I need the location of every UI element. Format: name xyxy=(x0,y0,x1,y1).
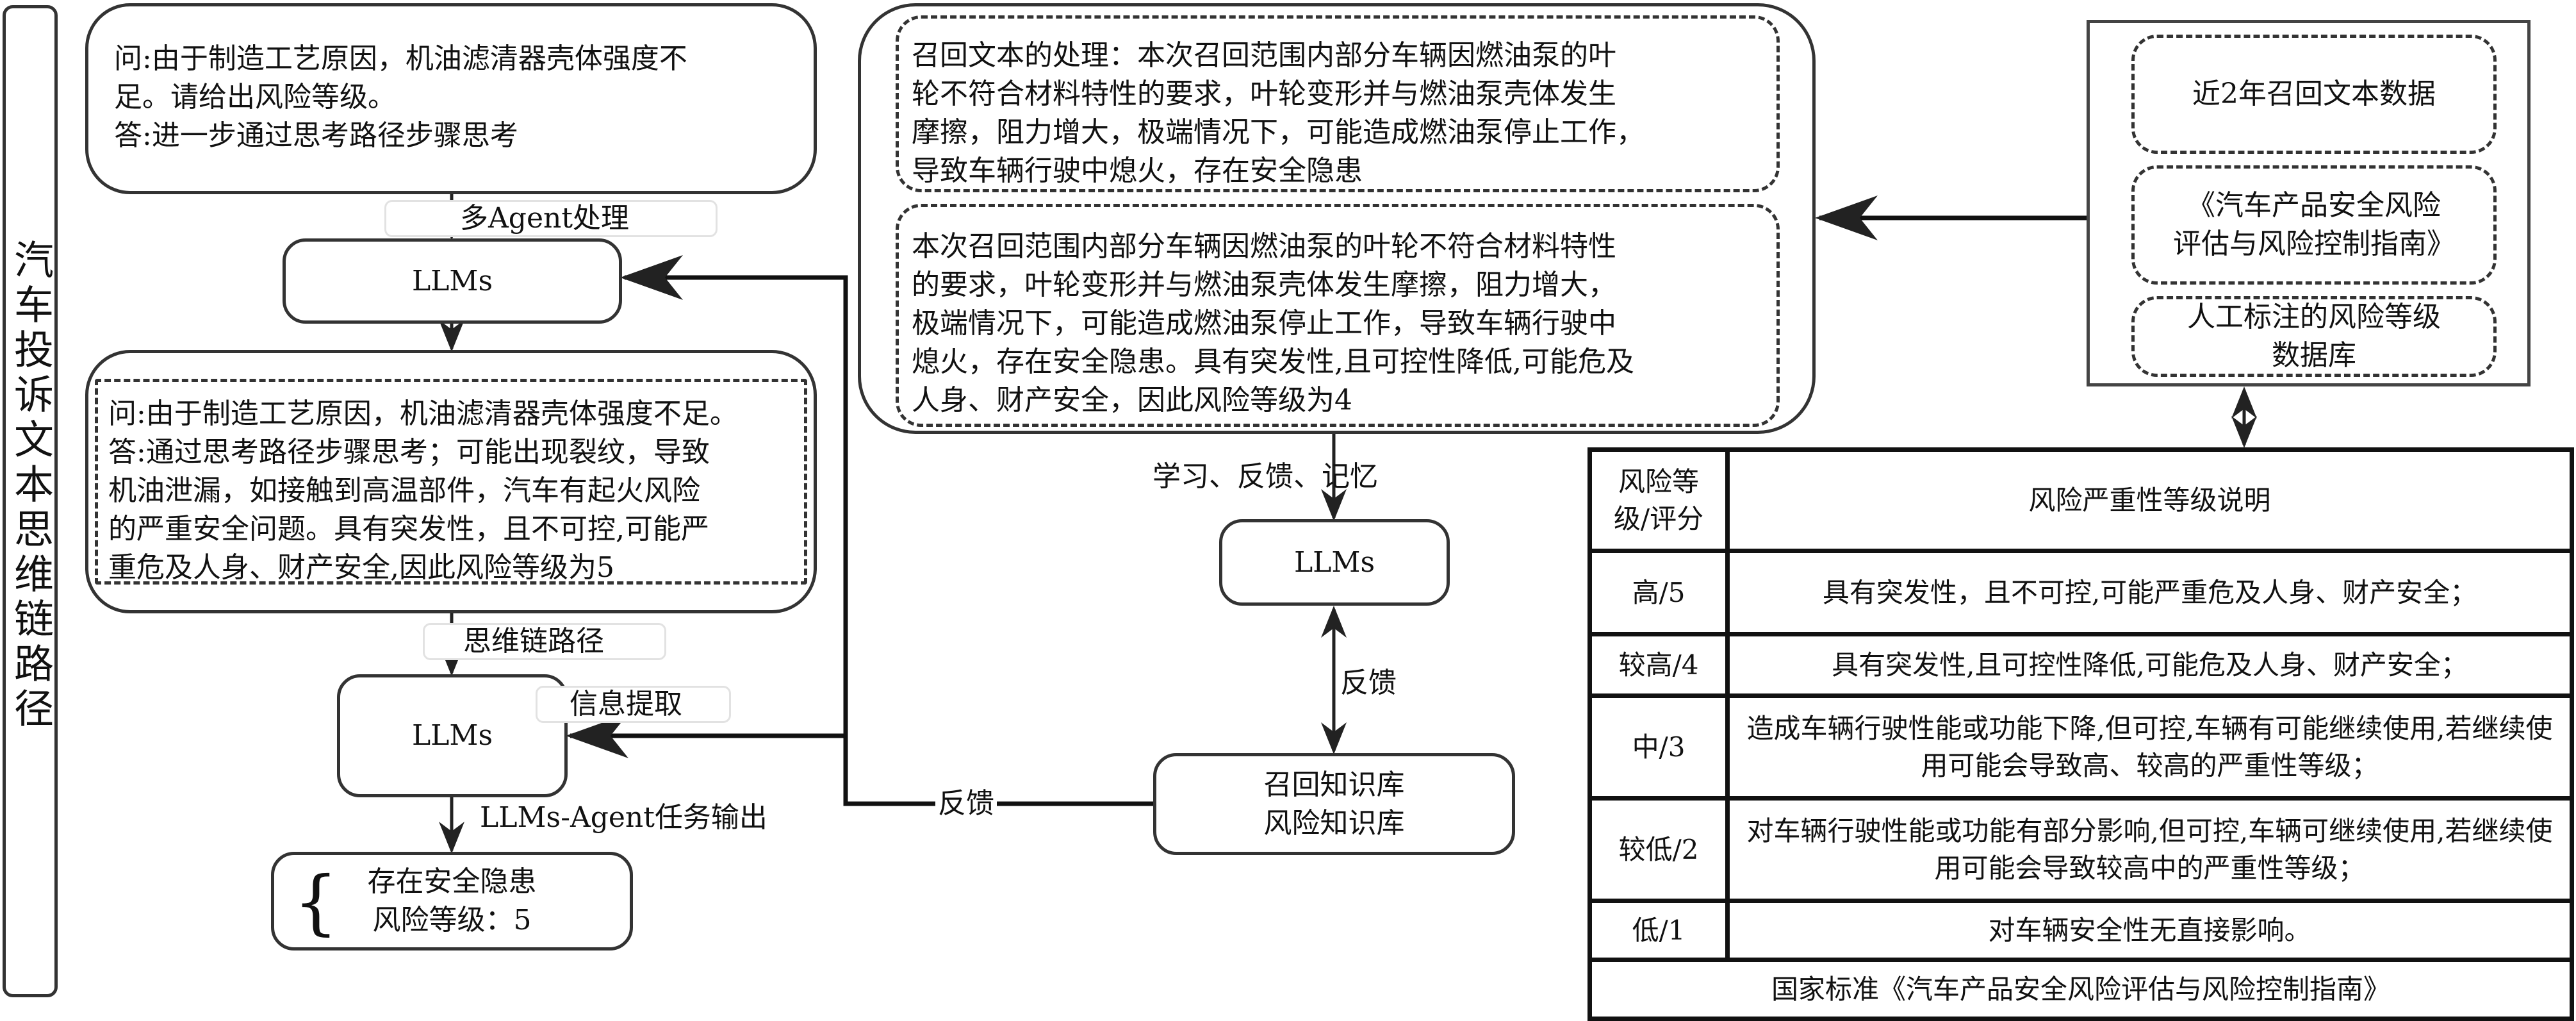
side-title: 汽车投诉文本思维链路径 xyxy=(7,239,54,733)
question-line-2: 足。请给出风险等级。 xyxy=(114,81,396,113)
reasoning-line-5: 重危及人身、财产安全,因此风险等级为5 xyxy=(108,551,614,584)
row-desc: 具有突发性,且可控性降低,可能危及人身、财产安全； xyxy=(1725,632,2574,698)
row-desc: 对车辆安全性无直接影响。 xyxy=(1725,899,2574,962)
source-guideline: 《汽车产品安全风险 评估与风险控制指南》 xyxy=(2131,165,2497,285)
source-recall-data: 近2年召回文本数据 xyxy=(2131,35,2497,154)
question-box: 问:由于制造工艺原因，机油滤清器壳体强度不 足。请给出风险等级。 答:进一步通过… xyxy=(85,3,817,194)
edge-label-learn: 学习、反馈、记忆 xyxy=(1153,460,1378,493)
recall-processing-line-4: 导致车辆行驶中熄火，存在安全隐患 xyxy=(912,154,1363,187)
recall-example-box: 本次召回范围内部分车辆因燃油泵的叶轮不符合材料特性 的要求，叶轮变形并与燃油泵壳… xyxy=(896,204,1780,427)
recall-processing-line-3: 摩擦，阻力增大，极端情况下，可能造成燃油泵停止工作， xyxy=(912,116,1645,149)
recall-processing-box: 召回文本的处理：本次召回范围内部分车辆因燃油泵的叶 轮不符合材料特性的要求，叶轮… xyxy=(896,15,1780,192)
table-row: 低/1 对车辆安全性无直接影响。 xyxy=(1587,899,2574,962)
kb-line-1: 召回知识库 xyxy=(1263,768,1405,801)
recall-example-line-2: 的要求，叶轮变形并与燃油泵壳体发生摩擦，阻力增大， xyxy=(912,269,1616,301)
side-title-panel: 汽车投诉文本思维链路径 xyxy=(3,5,58,997)
recall-example-line-3: 极端情况下，可能造成燃油泵停止工作，导致车辆行驶中 xyxy=(912,307,1616,340)
reasoning-line-1: 问:由于制造工艺原因，机油滤清器壳体强度不足。 xyxy=(108,397,738,430)
sources-panel xyxy=(2087,20,2531,386)
question-line-3: 答:进一步通过思考路径步骤思考 xyxy=(114,119,518,152)
reasoning-line-4: 的严重安全问题。具有突发性，且不可控,可能严 xyxy=(108,513,709,545)
row-level: 低/1 xyxy=(1587,899,1730,962)
output-line-1: 存在安全隐患 xyxy=(367,865,537,898)
edge-label-cot: 思维链路径 xyxy=(423,623,666,660)
brace-icon: { xyxy=(293,861,338,943)
edge-kb-feedback-loop xyxy=(620,255,1153,806)
recall-panel xyxy=(858,3,1816,434)
table-row: 较低/2 对车辆行驶性能或功能有部分影响,但可控,车辆可继续使用,若继续使用可能… xyxy=(1587,796,2574,903)
edge-label-feedback-left: 反馈 xyxy=(935,787,997,820)
table-footer: 国家标准《汽车产品安全风险评估与风险控制指南》 xyxy=(1587,958,2574,1021)
source-3-line-1: 人工标注的风险等级 xyxy=(2187,301,2441,333)
question-line-1: 问:由于制造工艺原因，机油滤清器壳体强度不 xyxy=(114,42,687,75)
edge-label-output: LLMs-Agent任务输出 xyxy=(477,801,770,834)
header-level-line-1: 风险等 xyxy=(1618,465,1699,497)
recall-processing-line-1: 召回文本的处理：本次召回范围内部分车辆因燃油泵的叶 xyxy=(912,39,1616,72)
table-row: 较高/4 具有突发性,且可控性降低,可能危及人身、财产安全； xyxy=(1587,632,2574,698)
edge-label-multi-agent: 多Agent处理 xyxy=(384,200,718,237)
edge-label-info-extract: 信息提取 xyxy=(536,686,731,723)
row-level: 较低/2 xyxy=(1587,796,1730,903)
row-level: 较高/4 xyxy=(1587,632,1730,698)
kb-line-2: 风险知识库 xyxy=(1263,806,1405,840)
row-desc: 造成车辆行驶性能或功能下降,但可控,车辆有可能继续使用,若继续使用可能会导致高、… xyxy=(1725,693,2574,801)
header-desc: 风险严重性等级说明 xyxy=(1725,447,2574,553)
risk-table-container: 风险等 级/评分 风险严重性等级说明 高/5 具有突发性，且不可控,可能严重危及… xyxy=(1587,447,2574,1021)
row-desc: 具有突发性，且不可控,可能严重危及人身、财产安全； xyxy=(1725,549,2574,636)
llm-node-1: LLMs xyxy=(283,238,622,324)
reasoning-line-3: 机油泄漏，如接触到高温部件，汽车有起火风险 xyxy=(108,474,700,507)
table-row: 中/3 造成车辆行驶性能或功能下降,但可控,车辆有可能继续使用,若继续使用可能会… xyxy=(1587,693,2574,801)
row-desc: 对车辆行驶性能或功能有部分影响,但可控,车辆可继续使用,若继续使用可能会导致较高… xyxy=(1725,796,2574,903)
output-line-2: 风险等级：5 xyxy=(372,904,532,936)
table-header-row: 风险等 级/评分 风险严重性等级说明 xyxy=(1587,447,2574,553)
source-2-line-2: 评估与风险控制指南》 xyxy=(2173,228,2455,260)
source-2-line-1: 《汽车产品安全风险 xyxy=(2187,189,2441,222)
reasoning-box: 问:由于制造工艺原因，机油滤清器壳体强度不足。 答:通过思考路径步骤思考；可能出… xyxy=(85,350,817,613)
risk-table: 风险等 级/评分 风险严重性等级说明 高/5 具有突发性，且不可控,可能严重危及… xyxy=(1587,447,2574,1021)
recall-example-line-1: 本次召回范围内部分车辆因燃油泵的叶轮不符合材料特性 xyxy=(912,230,1616,263)
header-level-line-2: 级/评分 xyxy=(1613,502,1704,535)
llm-node-2: LLMs xyxy=(337,674,568,797)
reasoning-line-2: 答:通过思考路径步骤思考；可能出现裂纹，导致 xyxy=(108,436,710,469)
recall-example-line-5: 人身、财产安全，因此风险等级为4 xyxy=(912,384,1352,417)
table-footer-row: 国家标准《汽车产品安全风险评估与风险控制指南》 xyxy=(1587,958,2574,1021)
table-row: 高/5 具有突发性，且不可控,可能严重危及人身、财产安全； xyxy=(1587,549,2574,636)
header-level: 风险等 级/评分 xyxy=(1587,447,1730,553)
source-annotated-db-box: 人工标注的风险等级 数据库 xyxy=(2131,296,2497,377)
source-1-line-1: 近2年召回文本数据 xyxy=(2192,78,2436,110)
source-3-line-2: 数据库 xyxy=(2272,339,2356,372)
edge-label-feedback-vertical: 反馈 xyxy=(1340,667,1397,699)
row-level: 中/3 xyxy=(1587,693,1730,801)
llm-node-3: LLMs xyxy=(1219,519,1450,606)
knowledge-base-box: 召回知识库 风险知识库 xyxy=(1153,753,1515,855)
output-box: { 存在安全隐患 风险等级：5 xyxy=(271,852,633,950)
recall-example-line-4: 熄火，存在安全隐患。具有突发性,且可控性降低,可能危及 xyxy=(912,345,1634,378)
reasoning-dashed-frame: 问:由于制造工艺原因，机油滤清器壳体强度不足。 答:通过思考路径步骤思考；可能出… xyxy=(95,379,807,585)
recall-processing-line-2: 轮不符合材料特性的要求，叶轮变形并与燃油泵壳体发生 xyxy=(912,78,1616,110)
row-level: 高/5 xyxy=(1587,549,1730,636)
